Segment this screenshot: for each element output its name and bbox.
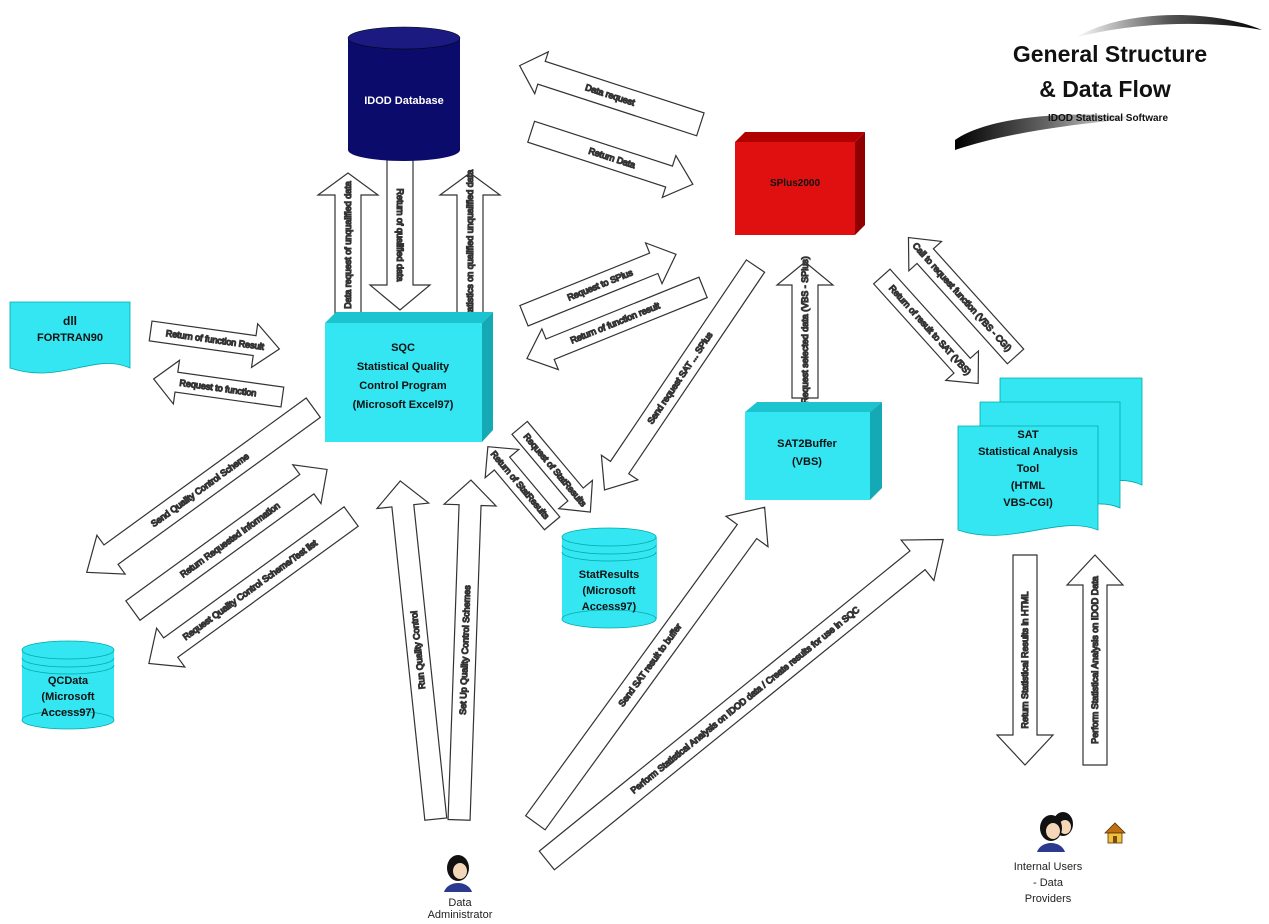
sat2buffer-line1: SAT2Buffer	[777, 438, 837, 450]
users-line3: Providers	[1025, 893, 1072, 905]
svg-text:Send Quality Control Scheme: Send Quality Control Scheme	[149, 451, 251, 529]
qcdata-node: QCData (Microsoft Access97)	[21, 640, 115, 730]
dll-line2: FORTRAN90	[37, 332, 103, 344]
sat-line5: VBS-CGI)	[1003, 497, 1053, 509]
statresults-line3: Access97)	[582, 601, 637, 613]
arrow-request-function: Request to function	[152, 359, 285, 408]
title-line2: & Data Flow	[1039, 76, 1171, 102]
svg-text:Perform Statistical Analysis o: Perform Statistical Analysis on IDOD Dat…	[1090, 576, 1100, 744]
svg-text:Return of qualified data: Return of qualified data	[395, 188, 405, 281]
admin-line2: Administrator	[428, 909, 493, 921]
sat-node: SAT Statistical Analysis Tool (HTML VBS-…	[957, 377, 1143, 536]
title-block: General Structure & Data Flow IDOD Stati…	[955, 15, 1262, 150]
idod-database: IDOD Database	[347, 26, 461, 161]
arrow-return-result: Return of result to SAT (VBS)	[872, 268, 980, 385]
sat-line3: Tool	[1017, 463, 1039, 475]
sat2buffer-line2: (VBS)	[792, 456, 822, 468]
arrow-perform-internal: Perform Statistical Analysis on IDOD Dat…	[1065, 554, 1125, 766]
qcdata-line3: Access97)	[41, 707, 96, 719]
admin-line1: Data	[448, 897, 472, 909]
dll-line1: dll	[63, 314, 77, 328]
title-line1: General Structure	[1013, 41, 1207, 67]
svg-text:Send request SAT ... SPlus: Send request SAT ... SPlus	[645, 330, 714, 426]
sqc-node: SQC Statistical Quality Control Program …	[325, 312, 493, 442]
sqc-line4: (Microsoft Excel97)	[353, 399, 454, 411]
arrow-return-html: Return Statistical Results in HTML	[995, 554, 1055, 766]
sqc-line1: SQC	[391, 342, 415, 354]
sat-line4: (HTML	[1011, 480, 1045, 492]
svg-text:Return Statistical Results in: Return Statistical Results in HTML	[1020, 591, 1030, 728]
svg-text:Data request of unqualified da: Data request of unqualified data	[343, 181, 353, 309]
svg-text:Statistics on qualified unqual: Statistics on qualified unqualified data	[465, 170, 475, 321]
person-icon	[1037, 812, 1073, 852]
person-icon	[444, 855, 472, 892]
svg-text:Return of function result: Return of function result	[569, 300, 662, 345]
arrow-data-request: Data request	[518, 50, 705, 137]
splus-box: SPlus2000	[735, 132, 865, 235]
svg-text:Request selected data (VBS - S: Request selected data (VBS - SPlus)	[800, 256, 810, 404]
arrow-statistics-unqualified: Statistics on qualified unqualified data	[438, 169, 502, 321]
idod-database-label: IDOD Database	[364, 95, 443, 107]
arrow-return-function-result: Return of function Result	[148, 320, 281, 369]
internal-users: Internal Users - Data Providers	[1014, 812, 1083, 905]
arrow-set-up: Set Up Quality Control Schemes	[442, 479, 498, 821]
splus-label: SPlus2000	[770, 178, 820, 189]
sat-line1: SAT	[1017, 429, 1038, 441]
sat2buffer-node: SAT2Buffer (VBS)	[745, 402, 882, 500]
title-subtitle: IDOD Statistical Software	[1048, 113, 1168, 124]
arrow-data-request-unqualified: Data request of unqualified data	[316, 172, 380, 318]
qcdata-line1: QCData	[48, 675, 89, 687]
sqc-line2: Statistical Quality	[357, 361, 450, 373]
statresults-line1: StatResults	[579, 569, 640, 581]
statresults-node: StatResults (Microsoft Access97)	[561, 527, 657, 629]
arrow-return-qualified: Return of qualified data	[368, 159, 432, 311]
sat-line2: Statistical Analysis	[978, 446, 1078, 458]
home-icon[interactable]	[1104, 822, 1126, 844]
sqc-line3: Control Program	[359, 380, 447, 392]
data-administrator: Data Administrator	[428, 855, 493, 921]
users-line1: Internal Users	[1014, 861, 1083, 873]
users-line2: - Data	[1033, 877, 1064, 889]
qcdata-line2: (Microsoft	[41, 691, 95, 703]
dll-node: dll FORTRAN90	[9, 301, 131, 374]
arrow-request-data: Request selected data (VBS - SPlus)	[775, 256, 835, 404]
svg-text:Send SAT result to buffer: Send SAT result to buffer	[617, 622, 684, 709]
arrow-run-quality: Run Quality Control	[375, 480, 448, 821]
statresults-line2: (Microsoft	[582, 585, 636, 597]
